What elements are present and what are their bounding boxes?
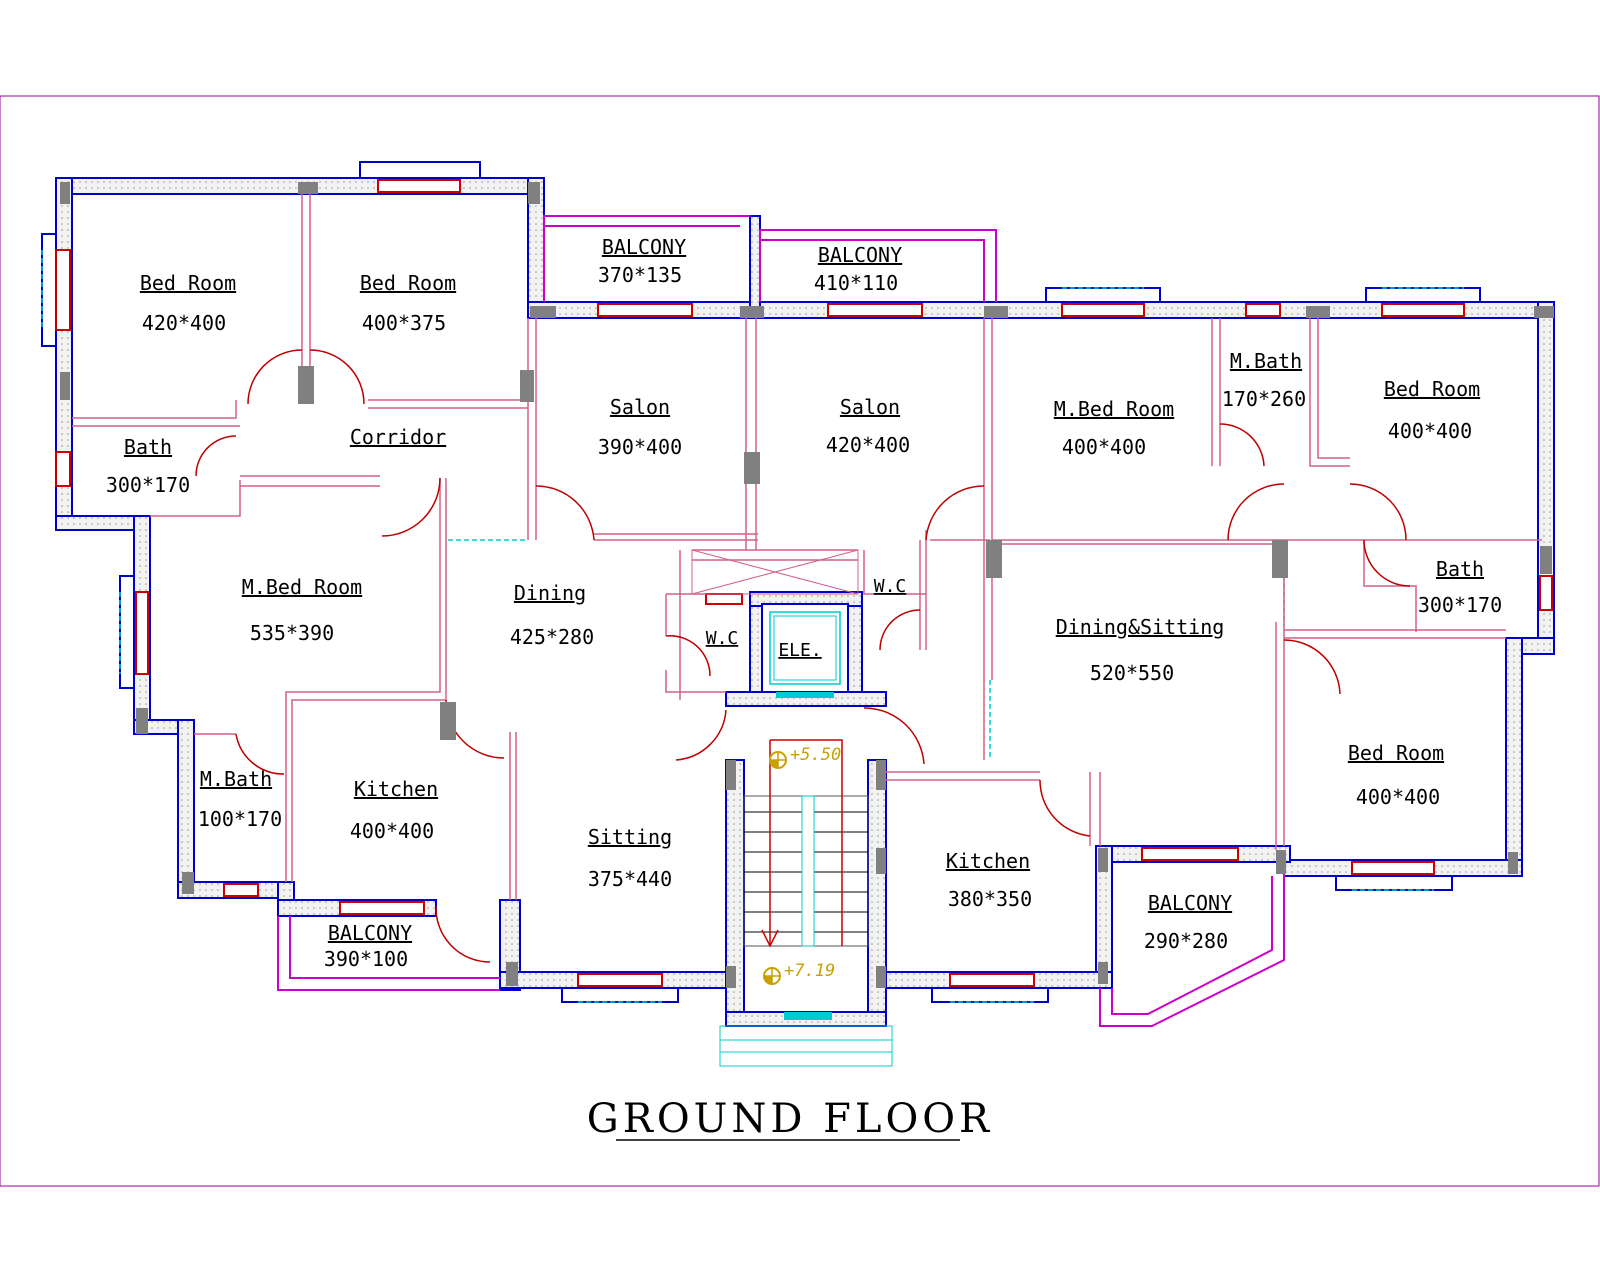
partitions [72,194,1542,900]
room-size: 100*170 [198,807,282,831]
room-size: 400*400 [350,819,434,843]
room-name: Dining [514,581,586,605]
room-size: 420*400 [826,433,910,457]
drawing-title: GROUND FLOOR [587,1096,993,1142]
room-name: Kitchen [354,777,438,801]
level-label: +7.19 [784,961,835,981]
elevator [761,603,849,698]
room-name: BALCONY [818,243,902,267]
room-size: 390*100 [324,947,408,971]
room-name: M.Bath [200,767,272,791]
room-name: ELE. [778,640,821,661]
room-size: 370*135 [598,263,682,287]
entrance-steps [719,1025,893,1067]
balcony-outlines [277,215,1285,1027]
room-name: Salon [610,395,670,419]
room-size: 420*400 [142,311,226,335]
door-swings [195,349,1411,963]
columns [60,182,1554,988]
room-size: 400*375 [362,311,446,335]
room-size: 170*260 [1222,387,1306,411]
sheet-border [0,95,1600,1187]
windows [55,179,1553,987]
room-name: W.C [874,576,907,597]
room-name: Bed Room [1384,377,1480,401]
room-size: 290*280 [1144,929,1228,953]
room-name: BALCONY [1148,891,1232,915]
room-name: M.Bed Room [1054,397,1174,421]
room-name: M.Bed Room [242,575,362,599]
room-name: M.Bath [1230,349,1302,373]
room-name: Bed Room [360,271,456,295]
room-name: Bed Room [140,271,236,295]
room-size: 300*170 [1418,593,1502,617]
room-name: Sitting [588,825,672,849]
room-name: Corridor [350,425,446,449]
room-size: 535*390 [250,621,334,645]
room-size: 375*440 [588,867,672,891]
room-name: Bath [1436,557,1484,581]
staircase [743,739,869,1020]
room-size: 380*350 [948,887,1032,911]
outer-walls [55,177,1555,1027]
room-size: 425*280 [510,625,594,649]
room-size: 300*170 [106,473,190,497]
room-size: 390*400 [598,435,682,459]
room-labels: Bed Room 420*400 Bed Room 400*375 BALCON… [106,235,1502,971]
level-markers: +5.50 +7.19 [763,745,841,985]
room-name: Salon [840,395,900,419]
room-size: 400*400 [1356,785,1440,809]
level-label: +5.50 [790,745,841,765]
room-size: 400*400 [1388,419,1472,443]
room-name: W.C [706,628,739,649]
room-name: BALCONY [328,921,412,945]
room-size: 520*550 [1090,661,1174,685]
room-name: Bed Room [1348,741,1444,765]
room-name: Dining&Sitting [1056,615,1225,639]
room-name: Kitchen [946,849,1030,873]
elevator-shaft-box [691,549,859,595]
room-size: 400*400 [1062,435,1146,459]
room-name: Bath [124,435,172,459]
room-name: BALCONY [602,235,686,259]
room-size: 410*110 [814,271,898,295]
